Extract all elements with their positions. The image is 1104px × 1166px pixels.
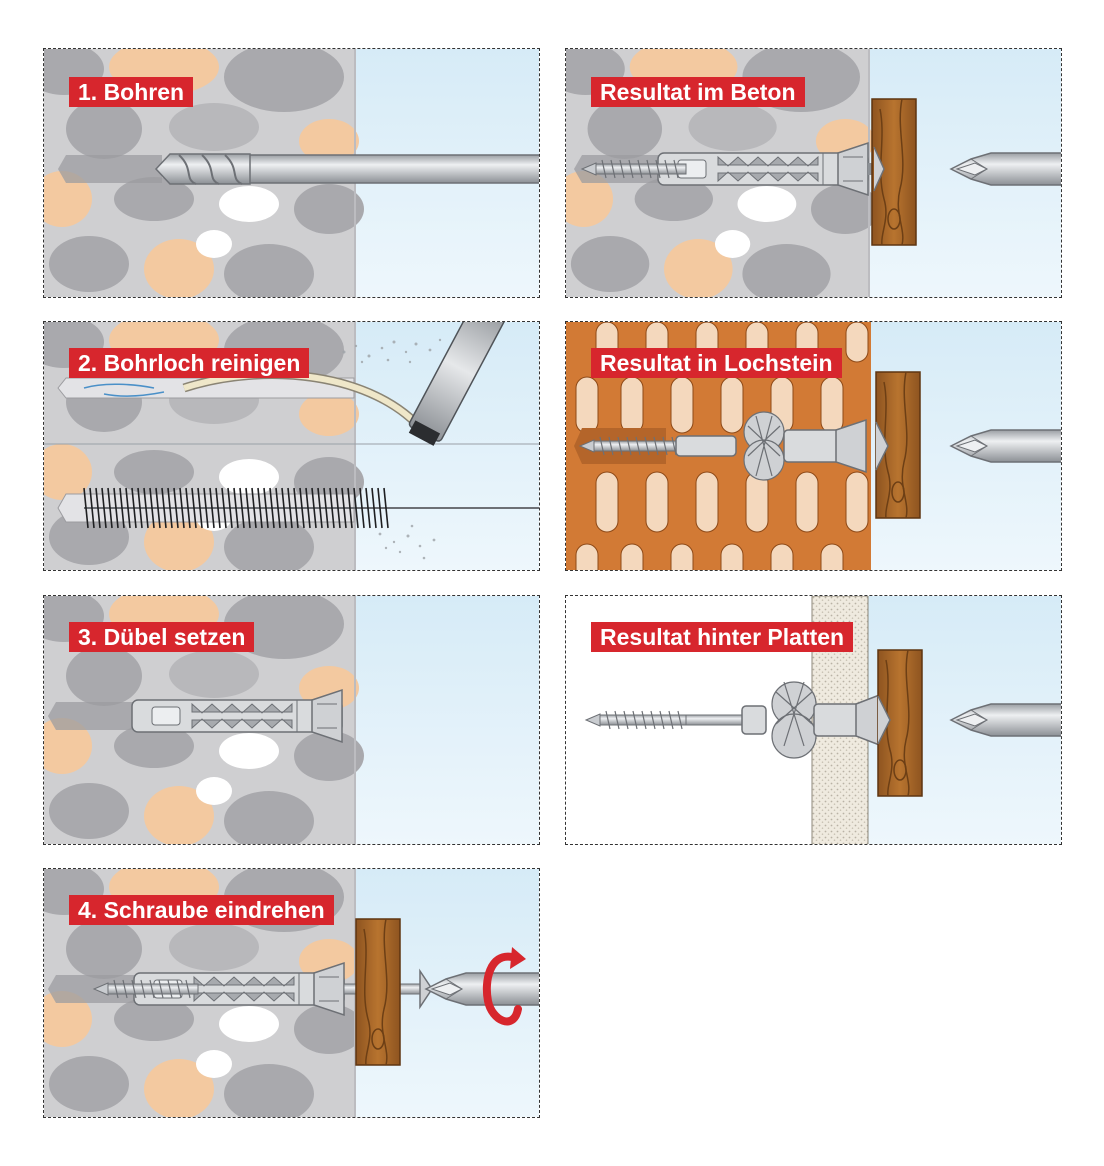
result-concrete-panel: Resultat im Beton [565,48,1062,298]
step-screw-in-panel: 4. Schraube eindrehen [43,868,540,1118]
result-behind-panels-label: Resultat hinter Platten [591,622,854,652]
step-drill-panel: 1. Bohren [43,48,540,298]
step-drill-label: 1. Bohren [69,77,194,107]
step-set-anchor-panel: 3. Dübel setzen [43,595,540,845]
step-screw-in-label: 4. Schraube eindrehen [69,895,334,925]
result-perforated-brick-panel: Resultat in Lochstein [565,321,1062,571]
step-clean-label: 2. Bohrloch reinigen [69,348,310,378]
result-behind-panels-panel: Resultat hinter Platten [565,595,1062,845]
rotation-arrow-icon [482,947,526,1026]
wall-plug-icon [675,411,867,481]
result-perforated-brick-label: Resultat in Lochstein [591,348,842,378]
cleaning-brush-icon [83,487,389,529]
vacuum-nozzle-icon [408,322,510,446]
step-set-anchor-label: 3. Dübel setzen [69,622,255,652]
wood-board [355,918,401,1066]
step-clean-panel: 2. Bohrloch reinigen [43,321,540,571]
result-concrete-label: Resultat im Beton [591,77,805,107]
drill-bit-icon [154,153,539,185]
